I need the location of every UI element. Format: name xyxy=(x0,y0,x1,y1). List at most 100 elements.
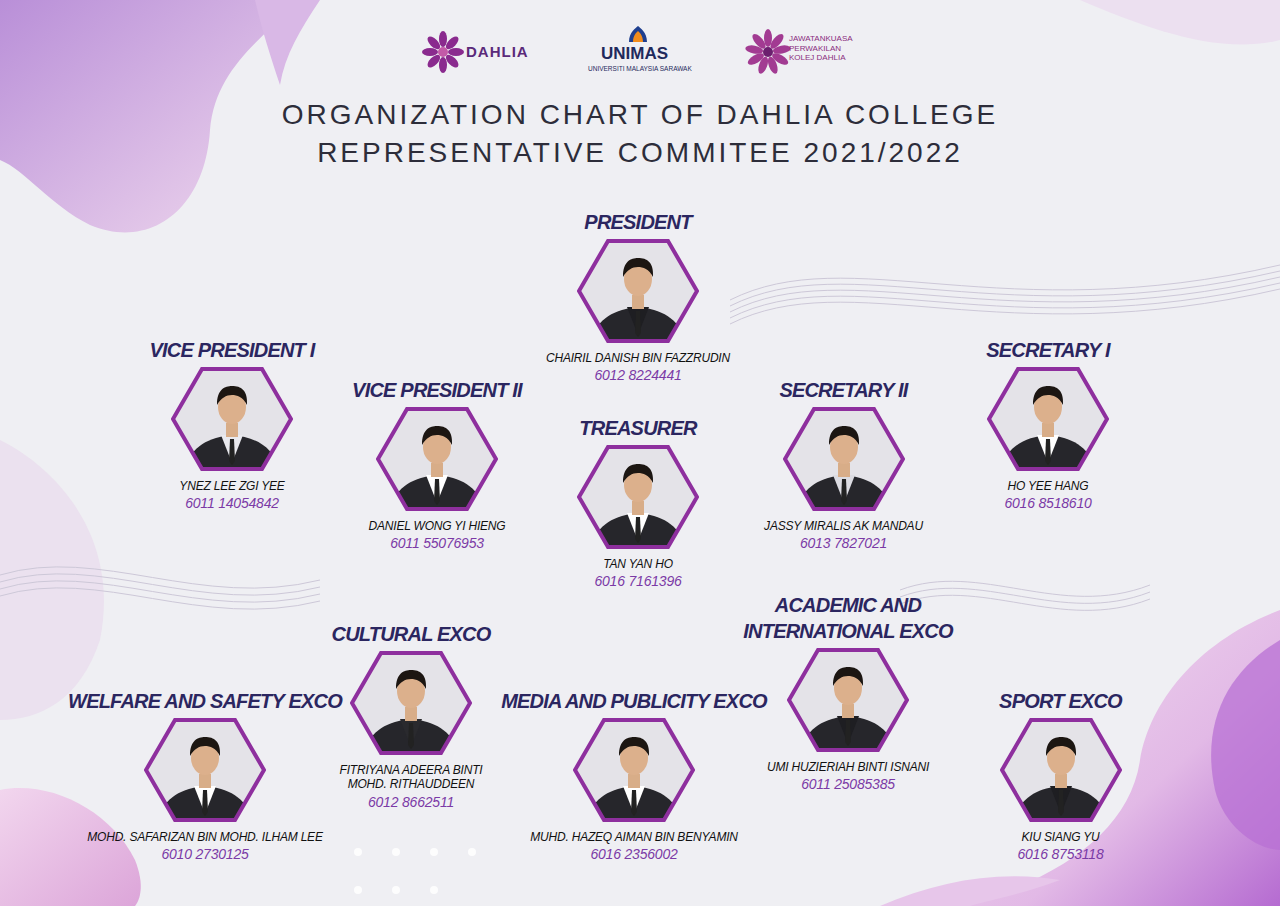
person-hair xyxy=(623,258,653,277)
phone-number: 6016 8518610 xyxy=(1004,495,1091,511)
member-node: SECRETARY I HO YEE HANG 6016 8518610 xyxy=(982,337,1114,511)
phone-number: 6016 7161396 xyxy=(594,573,681,589)
photo-portrait xyxy=(144,718,266,822)
person-tie xyxy=(635,311,641,337)
person-neck xyxy=(632,295,644,309)
person-tie xyxy=(631,790,637,816)
member-name: KIU SIANG YU xyxy=(1021,830,1099,844)
person-hair xyxy=(623,464,653,483)
phone-number: 6011 25085385 xyxy=(801,776,895,792)
member-name: HO YEE HANG xyxy=(1008,479,1089,493)
role-title: CULTURAL EXCO xyxy=(332,621,491,647)
member-name: MOHD. SAFARIZAN BIN MOHD. ILHAM LEE xyxy=(87,830,322,844)
person-tie xyxy=(408,723,414,749)
person-tie xyxy=(845,720,851,746)
photo-hexagon xyxy=(144,718,266,822)
person-hair xyxy=(190,737,220,756)
photo-hexagon xyxy=(783,407,905,511)
logo-label: UNIVERSITI MALAYSIA SARAWAK xyxy=(588,65,692,73)
member-node: TREASURER TAN YAN HO 6016 7161396 xyxy=(573,415,703,589)
person-neck xyxy=(431,463,443,477)
role-title: VICE PRESIDENT I xyxy=(149,337,314,363)
photo-ground xyxy=(577,445,699,549)
photo-hexagon xyxy=(987,367,1109,471)
photo-ground xyxy=(987,367,1109,471)
title-block: ORGANIZATION CHART OF DAHLIA COLLEGE REP… xyxy=(0,96,1280,172)
member-node: SPORT EXCOKIU SIANG YU6016 8753118 xyxy=(995,688,1126,862)
person-neck xyxy=(1055,774,1067,788)
photo-hexagon xyxy=(350,651,472,755)
hexagon-frame xyxy=(785,409,903,509)
person-tie xyxy=(229,439,235,465)
person-neck xyxy=(226,423,238,437)
role-title: SECRETARY I xyxy=(986,337,1109,363)
photo-hexagon xyxy=(577,239,699,343)
photo-portrait xyxy=(577,445,699,549)
person-hair xyxy=(422,426,452,445)
photo-portrait xyxy=(376,407,498,511)
role-title: SECRETARY II xyxy=(779,377,907,403)
person-neck xyxy=(199,774,211,788)
photo-portrait xyxy=(987,367,1109,471)
photo-portrait xyxy=(350,651,472,755)
member-node: VICE PRESIDENT I YNEZ LEE ZGI YEE 6011 140… xyxy=(145,337,319,511)
role-title: TREASURER xyxy=(579,415,696,441)
member-node: PRESIDENTCHAIRIL DANISH BIN FAZZRUDIN601… xyxy=(542,209,734,383)
photo-portrait xyxy=(171,367,293,471)
member-node: VICE PRESIDENT IIDANIEL WONG YI HIENG601… xyxy=(348,377,526,551)
member-node: WELFARE AND SAFETY EXCOMOHD. SAFARIZAN B… xyxy=(64,688,346,862)
photo-hexagon xyxy=(787,648,909,752)
logo-label: DAHLIA xyxy=(466,43,529,61)
hexagon-frame xyxy=(789,650,907,750)
role-title: SPORT EXCO xyxy=(999,688,1122,714)
member-name: JASSY MIRALIS AK MANDAU xyxy=(764,519,923,533)
chart-title: ORGANIZATION CHART OF DAHLIA COLLEGE REP… xyxy=(230,96,1050,172)
photo-ground xyxy=(783,407,905,511)
logo-label: UNIMAS xyxy=(601,44,668,64)
phone-number: 6011 14054842 xyxy=(185,495,279,511)
person-tie xyxy=(1045,439,1051,465)
phone-number: 6011 55076953 xyxy=(390,535,484,551)
phone-number: 6012 8662511 xyxy=(368,794,454,810)
photo-ground xyxy=(577,239,699,343)
member-name: TAN YAN HO xyxy=(603,557,673,571)
photo-hexagon xyxy=(171,367,293,471)
hexagon-frame xyxy=(1002,720,1120,820)
person-tie xyxy=(434,479,440,505)
person-tie xyxy=(635,517,641,543)
hexagon-frame xyxy=(352,653,470,753)
person-hair xyxy=(829,426,859,445)
member-node: CULTURAL EXCO FITRIYANA ADEERA BINTI MOHD… xyxy=(317,621,505,810)
photo-ground xyxy=(350,651,472,755)
person-neck xyxy=(405,707,417,721)
person-hair xyxy=(217,386,247,405)
hexagon-frame xyxy=(989,369,1107,469)
member-name: FITRIYANA ADEERA BINTI MOHD. RITHAUDDEEN xyxy=(321,763,501,792)
photo-hexagon xyxy=(376,407,498,511)
hexagon-frame xyxy=(146,720,264,820)
member-name: YNEZ LEE ZGI YEE xyxy=(179,479,284,493)
person-tie xyxy=(202,790,208,816)
photo-hexagon xyxy=(577,445,699,549)
member-node: SECRETARY IIJASSY MIRALIS AK MANDAU6013 … xyxy=(760,377,927,551)
person-tie xyxy=(841,479,847,505)
photo-ground xyxy=(144,718,266,822)
role-title: ACADEMIC AND INTERNATIONAL EXCO xyxy=(723,592,973,644)
person-hair xyxy=(833,667,863,686)
phone-number: 6012 8224441 xyxy=(594,367,681,383)
photo-portrait xyxy=(573,718,695,822)
hexagon-frame xyxy=(575,720,693,820)
photo-portrait xyxy=(783,407,905,511)
member-name: CHAIRIL DANISH BIN FAZZRUDIN xyxy=(546,351,730,365)
member-name: MUHD. HAZEQ AIMAN BIN BENYAMIN xyxy=(530,830,738,844)
person-hair xyxy=(1046,737,1076,756)
person-hair xyxy=(619,737,649,756)
photo-hexagon xyxy=(1000,718,1122,822)
member-name: UMI HUZIERIAH BINTI ISNANI xyxy=(767,760,929,774)
photo-ground xyxy=(1000,718,1122,822)
person-hair xyxy=(1033,386,1063,405)
hexagon-frame xyxy=(378,409,496,509)
photo-ground xyxy=(171,367,293,471)
phone-number: 6010 2730125 xyxy=(161,846,248,862)
